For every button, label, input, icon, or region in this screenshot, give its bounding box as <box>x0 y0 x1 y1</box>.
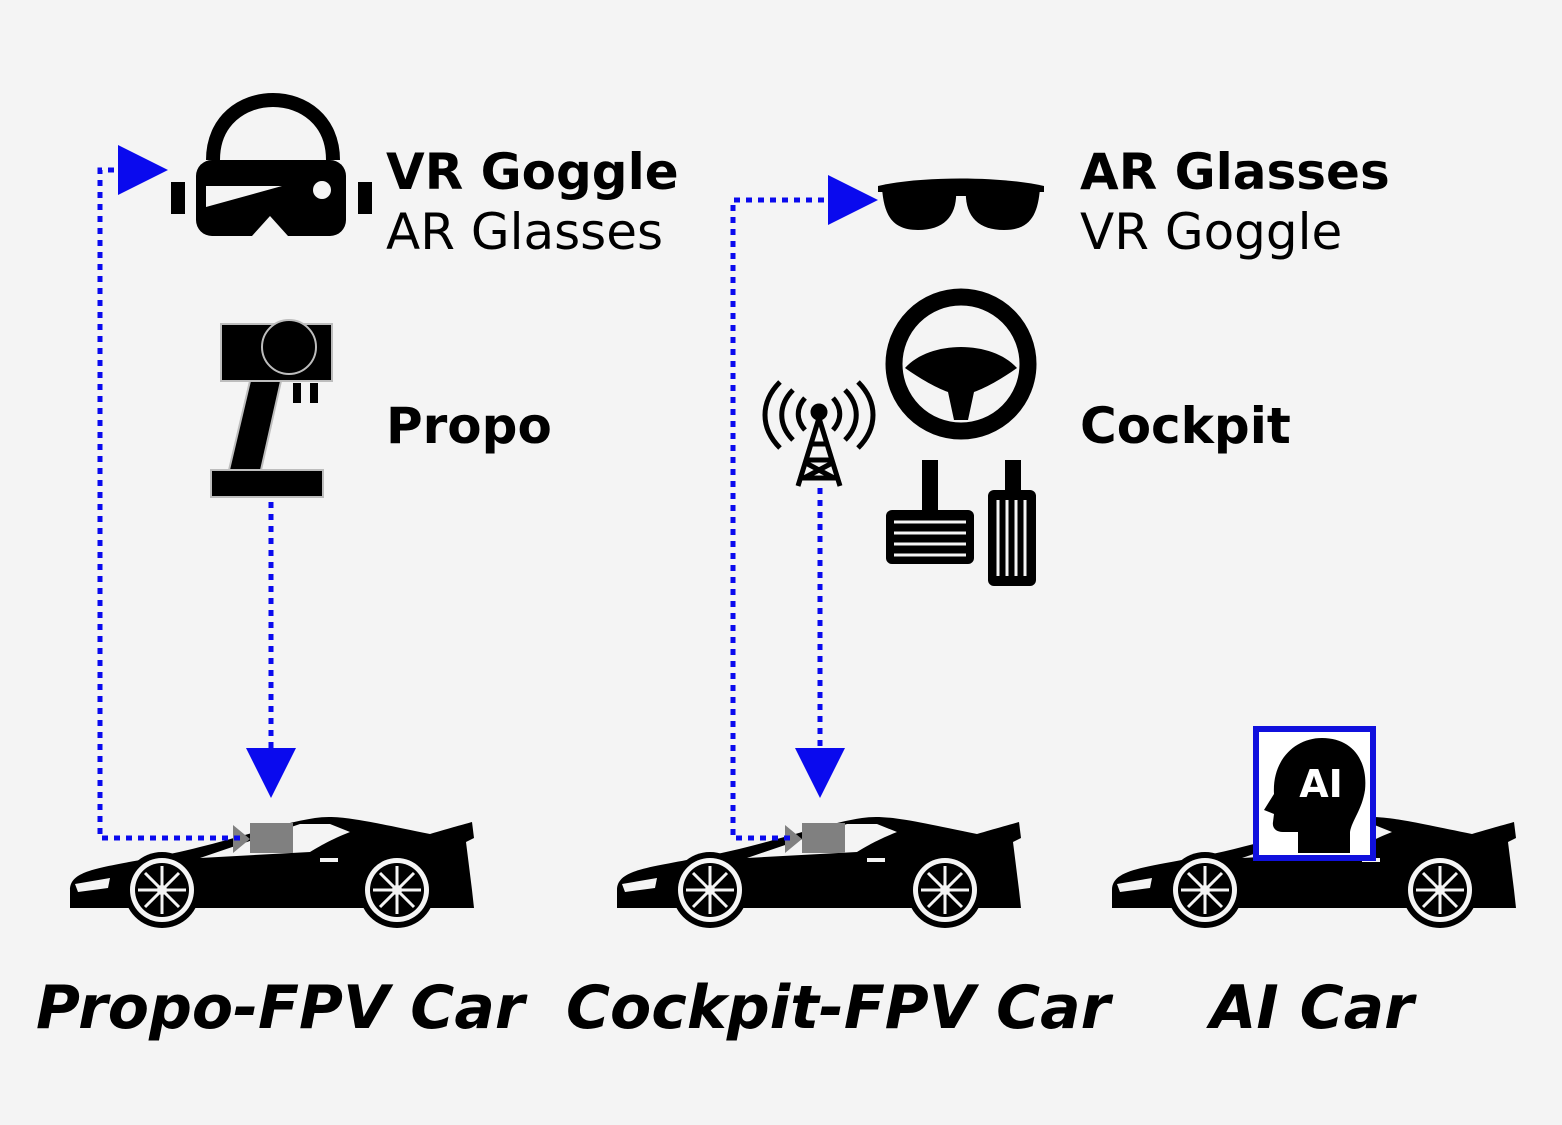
vr-goggle-icon <box>171 93 372 236</box>
middle-caption: Cockpit-FPV Car <box>566 973 1111 1043</box>
connectors <box>97 145 878 841</box>
middle-display-secondary-label: VR Goggle <box>1080 203 1343 261</box>
right-caption: AI Car <box>1210 973 1414 1043</box>
camera-icon <box>785 823 845 853</box>
pedals-icon <box>886 460 1036 586</box>
left-display-primary-label: VR Goggle <box>386 143 679 201</box>
ai-head-icon: AI <box>1253 726 1376 861</box>
rc-transmitter-icon <box>210 319 333 498</box>
sunglasses-icon <box>878 178 1044 230</box>
left-caption: Propo-FPV Car <box>36 973 525 1043</box>
camera-icon <box>233 823 293 853</box>
radio-tower-icon <box>762 380 876 487</box>
left-controller-label: Propo <box>386 397 552 455</box>
left-display-secondary-label: AR Glasses <box>386 203 664 261</box>
steering-wheel-icon <box>885 288 1037 440</box>
ai-badge-text: AI <box>1299 762 1343 806</box>
camera-to-vr-goggle-link <box>97 145 240 841</box>
middle-display-primary-label: AR Glasses <box>1080 143 1390 201</box>
camera-to-ar-glasses-link <box>730 175 878 841</box>
middle-controller-label: Cockpit <box>1080 397 1291 455</box>
